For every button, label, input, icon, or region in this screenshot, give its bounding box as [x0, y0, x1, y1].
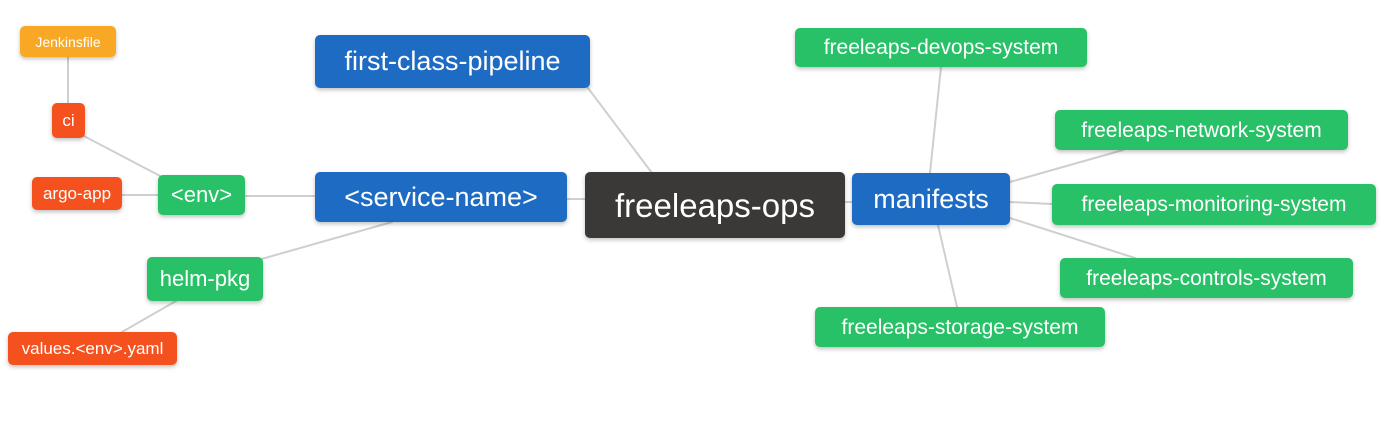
node-env[interactable]: <env> [158, 175, 245, 215]
node-argo-app[interactable]: argo-app [32, 177, 122, 210]
node-network-system[interactable]: freeleaps-network-system [1055, 110, 1348, 150]
node-freeleaps-ops[interactable]: freeleaps-ops [585, 172, 845, 238]
node-manifests[interactable]: manifests [852, 173, 1010, 225]
node-devops-system[interactable]: freeleaps-devops-system [795, 28, 1087, 67]
node-monitoring-system[interactable]: freeleaps-monitoring-system [1052, 184, 1376, 225]
node-first-class-pipeline[interactable]: first-class-pipeline [315, 35, 590, 88]
node-storage-system[interactable]: freeleaps-storage-system [815, 307, 1105, 347]
node-ci[interactable]: ci [52, 103, 85, 138]
node-jenkinsfile[interactable]: Jenkinsfile [20, 26, 116, 57]
node-values-env-yaml[interactable]: values.<env>.yaml [8, 332, 177, 365]
node-helm-pkg[interactable]: helm-pkg [147, 257, 263, 301]
node-controls-system[interactable]: freeleaps-controls-system [1060, 258, 1353, 298]
node-service-name[interactable]: <service-name> [315, 172, 567, 222]
